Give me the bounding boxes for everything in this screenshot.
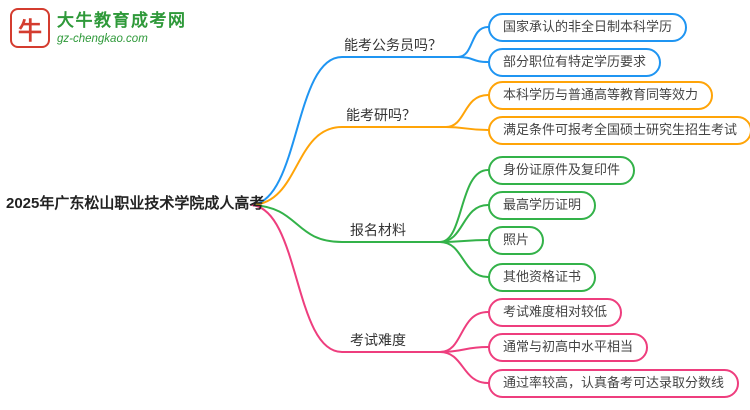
branch2-child2-curve <box>445 126 489 131</box>
branch3-child1-curve <box>439 169 489 243</box>
branch3-child2-curve <box>439 204 489 243</box>
branch1-child1-curve <box>457 26 489 58</box>
branch2-curve <box>251 126 447 206</box>
branch3-child4-curve <box>439 241 489 278</box>
branch-node-civil-service: 能考公务员吗？ <box>344 37 442 53</box>
branch-node-materials: 报名材料 <box>350 222 406 238</box>
branch-node-difficulty: 考试难度 <box>350 332 406 348</box>
leaf-node: 部分职位有特定学历要求 <box>488 48 662 77</box>
bull-logo-icon: 牛 <box>10 8 50 48</box>
leaf-node: 最高学历证明 <box>488 191 597 220</box>
leaf-node: 国家承认的非全日制本科学历 <box>488 13 688 42</box>
branch4-curve <box>251 204 441 353</box>
branch3-curve <box>251 204 441 243</box>
leaf-node: 照片 <box>488 226 545 255</box>
root-topic: 2025年广东松山职业技术学院成人高考 <box>6 195 265 212</box>
leaf-node: 通过率较高，认真备考可达录取分数线 <box>488 369 740 398</box>
branch4-child3-curve <box>439 351 489 384</box>
branch1-curve <box>251 56 459 206</box>
branch-node-postgraduate: 能考研吗？ <box>346 107 416 123</box>
leaf-node: 身份证原件及复印件 <box>488 156 636 185</box>
leaf-node: 通常与初高中水平相当 <box>488 333 649 362</box>
site-url: gz-chengkao.com <box>57 33 148 46</box>
leaf-node: 考试难度相对较低 <box>488 298 623 327</box>
logo-text-block: 大牛教育成考网 gz-chengkao.com <box>57 11 187 45</box>
leaf-node: 满足条件可报考全国硕士研究生招生考试 <box>488 116 750 145</box>
leaf-node: 其他资格证书 <box>488 263 597 292</box>
leaf-node: 本科学历与普通高等教育同等效力 <box>488 81 714 110</box>
branch2-child1-curve <box>445 94 489 128</box>
branch4-child1-curve <box>439 311 489 353</box>
branch1-child2-curve <box>457 56 489 63</box>
site-logo: 牛 大牛教育成考网 gz-chengkao.com <box>10 8 187 48</box>
site-name: 大牛教育成考网 <box>57 10 187 30</box>
